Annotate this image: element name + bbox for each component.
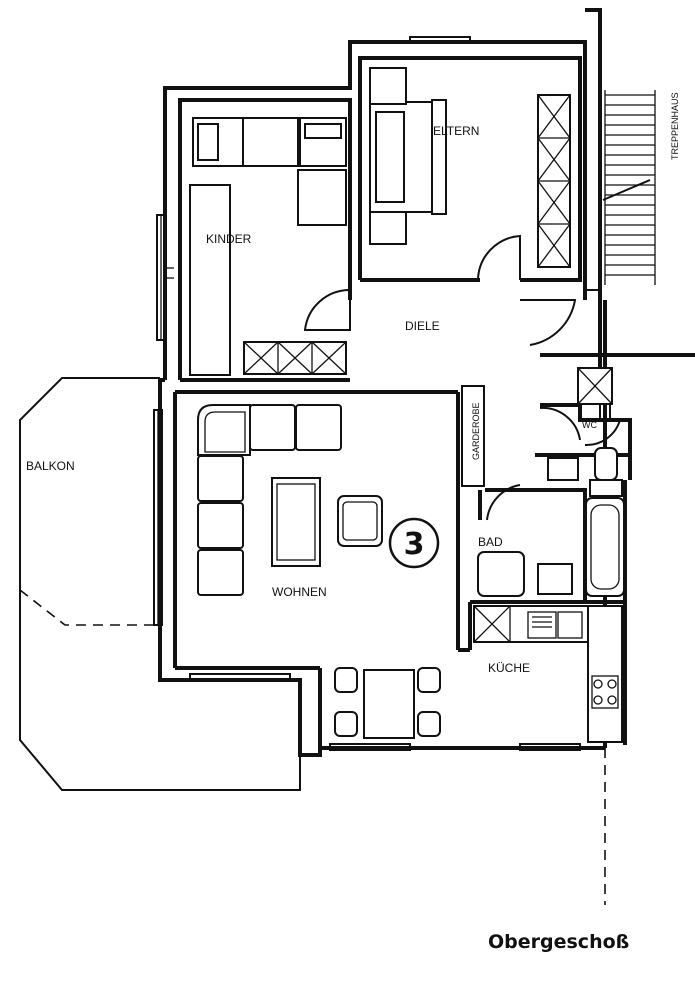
room-label-treppenhaus: TREPPENHAUS	[670, 92, 680, 160]
windows	[153, 36, 611, 751]
room-label-diele: DIELE	[405, 319, 440, 333]
balcony	[19, 377, 301, 791]
room-label-balkon: BALKON	[26, 459, 75, 473]
room-label-garderobe: GARDEROBE	[471, 402, 481, 460]
room-label-wohnen: WOHNEN	[272, 585, 327, 599]
bath-fixtures	[477, 367, 625, 597]
unit-number-badge: 3	[388, 517, 440, 569]
room-label-wc: WC	[582, 420, 597, 430]
room-label-bad: BAD	[478, 535, 503, 549]
eltern-furniture	[369, 67, 571, 268]
kitchen-fixtures	[473, 605, 623, 743]
doors	[303, 234, 621, 521]
staircase	[602, 90, 656, 285]
room-label-kueche: KÜCHE	[488, 661, 530, 675]
room-label-kinder: KINDER	[206, 232, 252, 246]
interior-walls	[173, 56, 632, 748]
room-label-eltern: ELTERN	[433, 124, 479, 138]
wohnen-furniture	[197, 404, 441, 739]
kinder-furniture	[189, 117, 347, 376]
unit-number: 3	[404, 527, 425, 562]
floor-title: Obergeschoß	[488, 931, 629, 953]
